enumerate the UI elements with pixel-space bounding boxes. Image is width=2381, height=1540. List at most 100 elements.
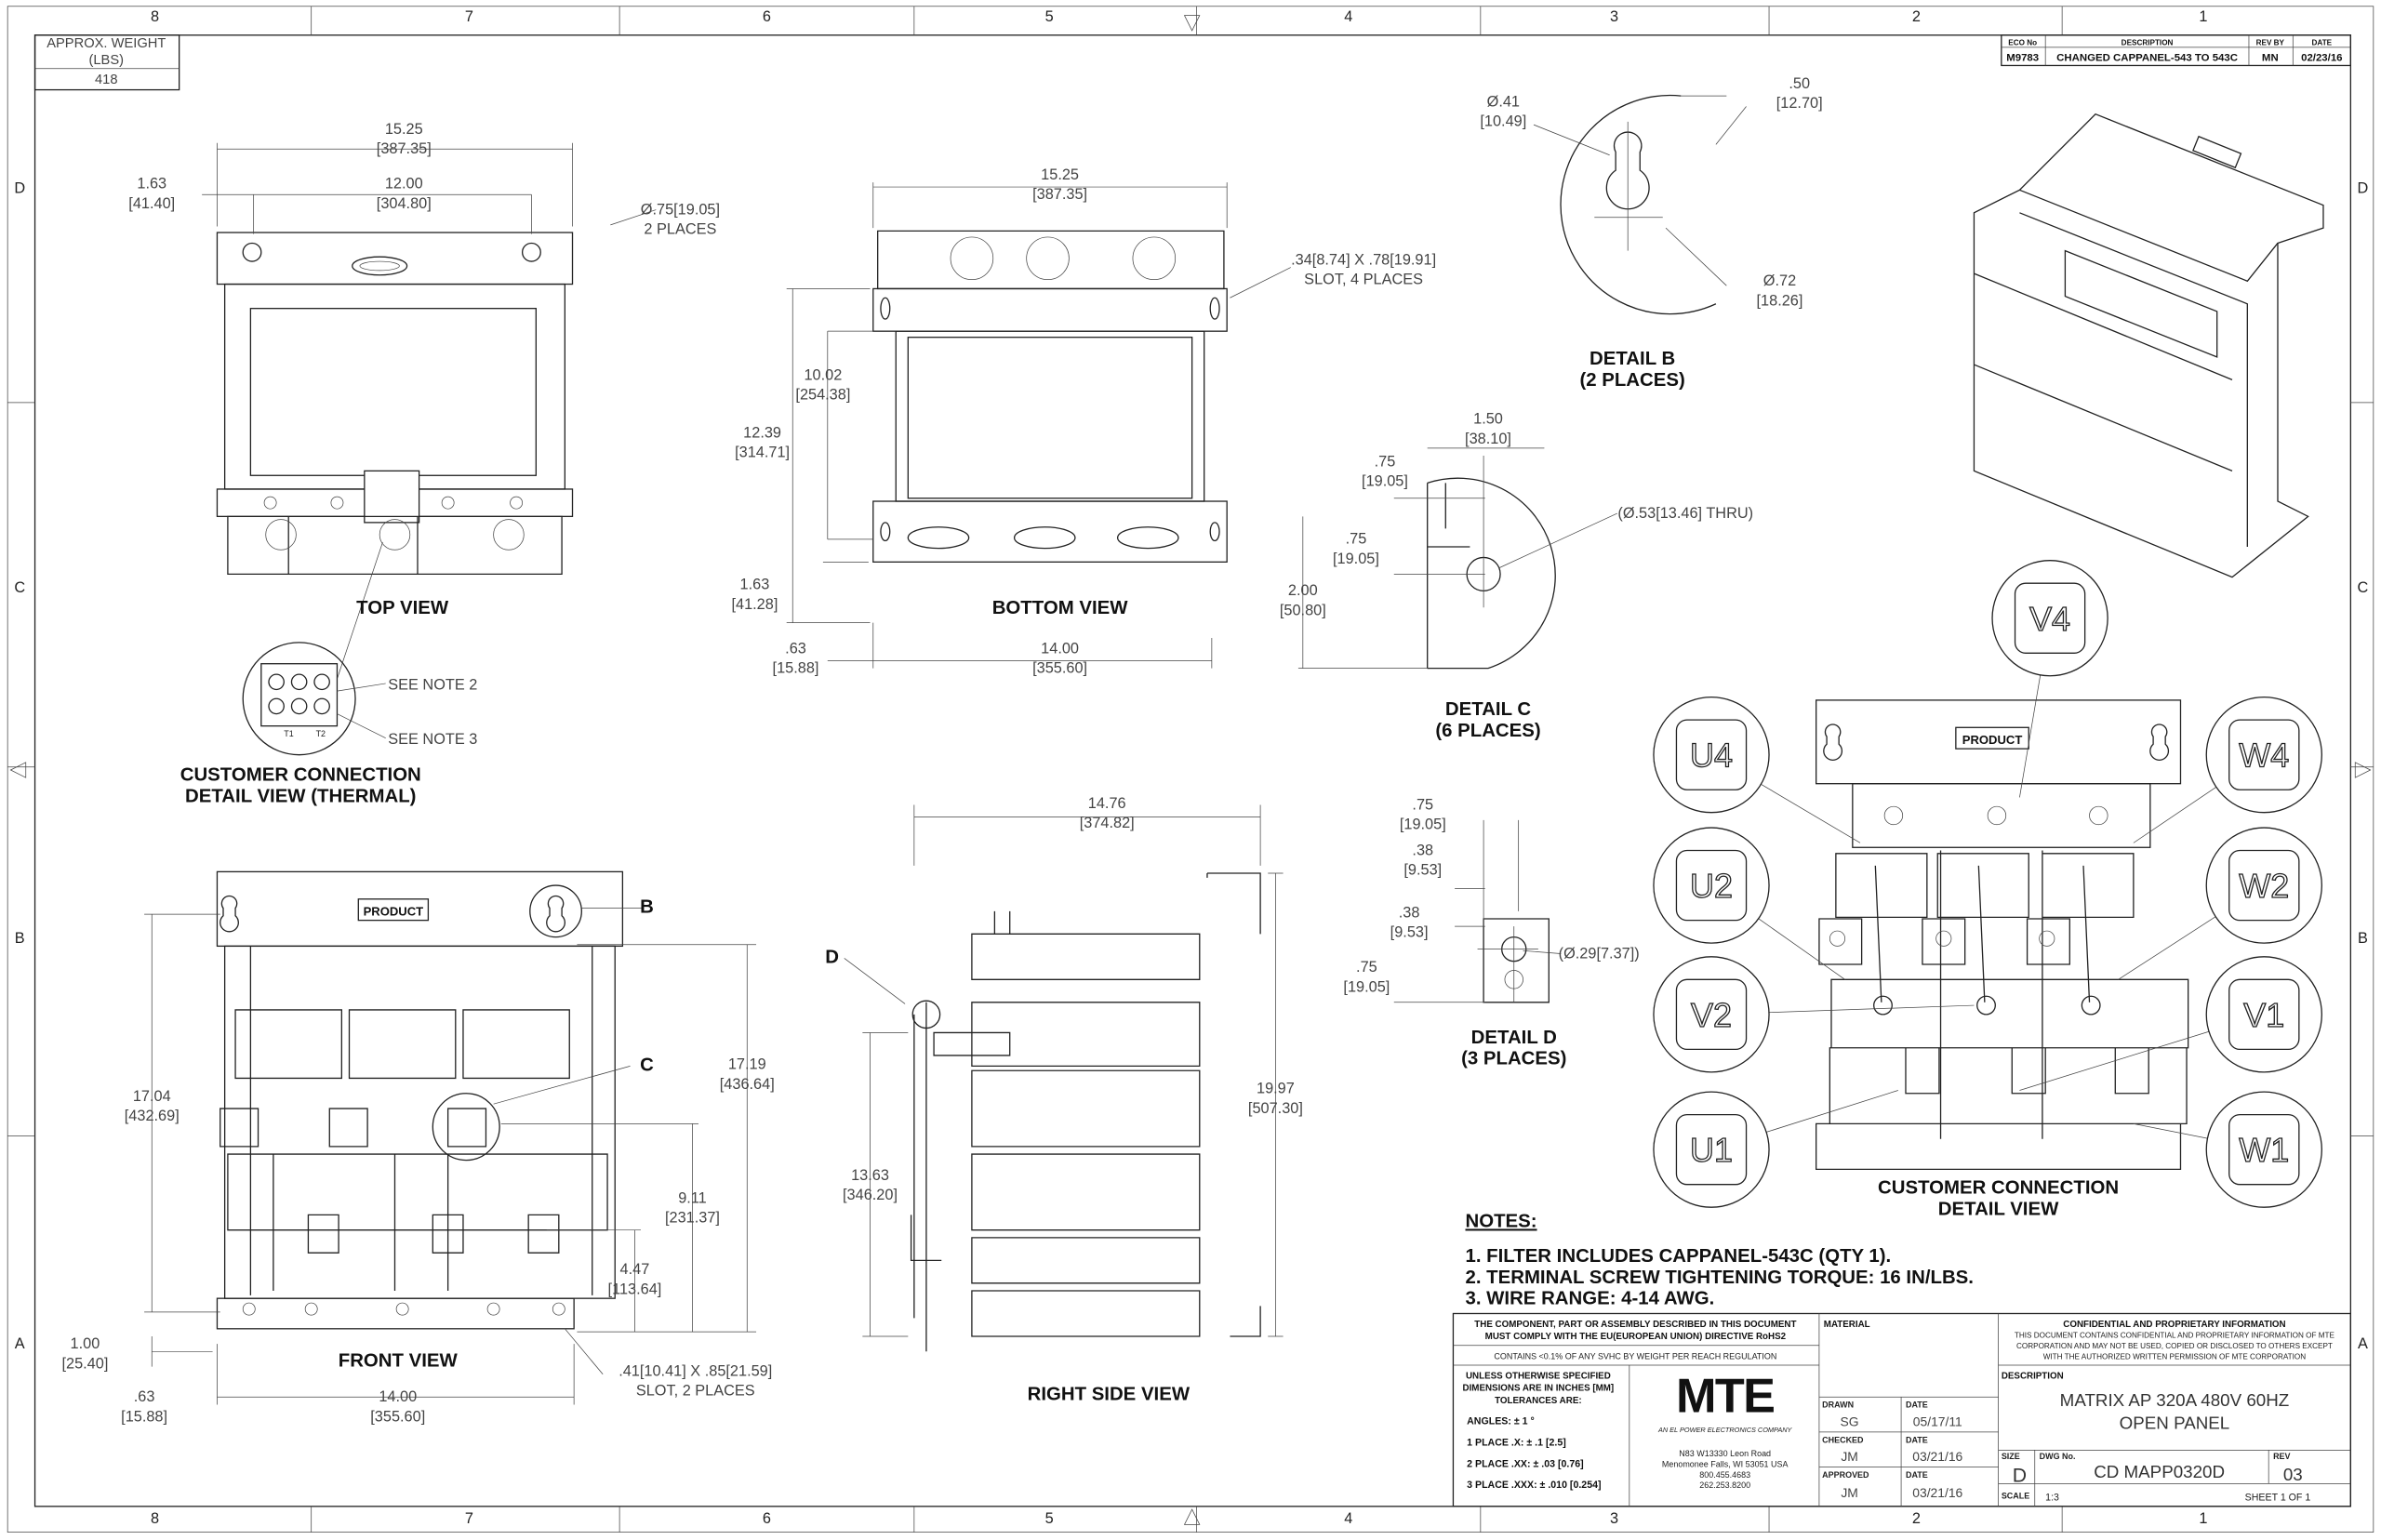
dimension-value-inch: 15.25: [385, 121, 423, 138]
dimension-value-mm: [507.30]: [1248, 1100, 1303, 1117]
dimension-value-inch: .34[8.74] X .78[19.91]: [1291, 251, 1436, 268]
dimension-value-inch: .75: [1356, 959, 1377, 976]
dimension-value-mm: [355.60]: [370, 1408, 425, 1425]
dimension-value-inch: .38: [1412, 842, 1433, 858]
detail-c-hole-callout: (Ø.53[13.46] THRU): [1617, 505, 1753, 522]
callout-b: B: [640, 896, 654, 917]
product-label: PRODUCT: [364, 905, 424, 919]
size-value: D: [2013, 1466, 2027, 1487]
tolerance-line-2: DIMENSIONS ARE IN INCHES [MM]: [1463, 1384, 1615, 1394]
dimension-value-mm: [374.82]: [1080, 815, 1135, 831]
dimension-value-mm: [9.53]: [1390, 924, 1429, 941]
dimension-value-mm: [25.40]: [61, 1355, 108, 1372]
terminal-label: W4: [2239, 737, 2289, 775]
title-block: THE COMPONENT, PART OR ASSEMBLY DESCRIBE…: [1452, 1312, 2351, 1507]
terminal-callout: U1: [1653, 1090, 1898, 1208]
terminal-t2: T2: [316, 729, 326, 738]
dimension-value-inch: .75: [1412, 796, 1433, 813]
dimension-value-mm: [355.60]: [1032, 660, 1087, 677]
zone-column-label: 5: [1045, 8, 1054, 25]
approved-by: JM: [1841, 1485, 1857, 1500]
zone-column-label: 8: [151, 1510, 159, 1527]
dimension-value-inch: 17.19: [728, 1056, 766, 1073]
bottom-view-drawing: [786, 182, 1291, 669]
detail-b-drawing: [1533, 94, 1747, 315]
rev-value: 03: [2283, 1465, 2303, 1484]
dimension-value-mm: [254.38]: [795, 387, 850, 404]
confidential-line-2: CORPORATION AND MAY NOT BE USED, COPIED …: [2016, 1342, 2333, 1350]
material-label: MATERIAL: [1824, 1320, 1870, 1330]
top-view-drawing: [202, 142, 657, 680]
dimension-value-inch: 2.00: [1288, 582, 1318, 599]
zone-row-label: C: [2358, 579, 2369, 596]
terminal-callout: W4: [2133, 696, 2322, 843]
terminal-callout: W1: [2133, 1091, 2322, 1208]
tolerance-line-1: UNLESS OTHERWISE SPECIFIED: [1466, 1372, 1611, 1382]
rev-label: REV: [2273, 1452, 2290, 1461]
top-view-title: TOP VIEW: [356, 598, 449, 618]
dimension-value-inch: 4.47: [620, 1261, 650, 1278]
terminal-label: U4: [1690, 737, 1733, 775]
zone-column-label: 1: [2199, 8, 2207, 25]
terminal-label: V1: [2243, 996, 2284, 1034]
dimension-value-mm: [314.71]: [735, 445, 790, 461]
dimension-value-mm: 2 PLACES: [644, 221, 716, 238]
zone-column-label: 7: [465, 8, 473, 25]
dimension-value-mm: [387.35]: [377, 140, 432, 157]
zone-column-label: 6: [763, 8, 771, 25]
rohs-line-2: MUST COMPLY WITH THE EU(EUROPEAN UNION) …: [1485, 1332, 1787, 1342]
customer-connection-title: CUSTOMER CONNECTION: [1878, 1178, 2119, 1199]
dimension-value-mm: [19.05]: [1362, 473, 1408, 490]
weight-unit: (LBS): [89, 53, 125, 68]
approved-date-label: DATE: [1906, 1470, 1928, 1480]
see-note-2: SEE NOTE 2: [388, 676, 477, 693]
detail-c-subtitle: (6 PLACES): [1435, 721, 1540, 741]
zone-row-label: D: [2358, 180, 2369, 197]
zone-column-label: 4: [1344, 1510, 1352, 1527]
rev-by: MN: [2262, 53, 2279, 64]
terminal-t1: T1: [284, 729, 293, 738]
dimension-value-inch: .38: [1399, 904, 1420, 921]
rohs-line-1: THE COMPONENT, PART OR ASSEMBLY DESCRIBE…: [1474, 1320, 1796, 1330]
drawing-border: [7, 6, 2374, 1533]
detail-c-drawing: [1297, 447, 1617, 670]
right-side-view-title: RIGHT SIDE VIEW: [1028, 1385, 1190, 1405]
detail-b-title: DETAIL B: [1590, 349, 1675, 369]
front-view-title: FRONT VIEW: [339, 1351, 459, 1372]
notes-section: NOTES: 1. FILTER INCLUDES CAPPANEL-543C …: [1466, 1211, 1974, 1308]
notes-heading: NOTES:: [1466, 1211, 1537, 1231]
zone-row-label: B: [2358, 930, 2368, 947]
zone-column-label: 1: [2199, 1510, 2207, 1527]
zone-row-label: A: [15, 1335, 25, 1352]
zone-column-label: 2: [1912, 1510, 1921, 1527]
phone-1: 800.455.4683: [1699, 1470, 1750, 1480]
callout-d: D: [825, 947, 839, 967]
dimension-value-mm: [19.05]: [1333, 551, 1379, 567]
dimension-value-mm: [436.64]: [720, 1076, 775, 1093]
terminal-label: V2: [1691, 996, 1732, 1034]
front-view-drawing: [144, 870, 757, 1405]
drawn-label: DRAWN: [1822, 1401, 1854, 1410]
dimension-value-mm: [231.37]: [665, 1210, 720, 1227]
dimension-value-inch: 1.63: [137, 176, 166, 192]
customer-connection-drawing: [1815, 699, 2189, 1171]
zone-column-label: 3: [1610, 8, 1618, 25]
terminal-callout: V4: [1991, 560, 2108, 798]
dimension-value-mm: [10.49]: [1480, 113, 1526, 130]
dimension-value-mm: [432.69]: [125, 1108, 180, 1124]
dimension-value-inch: 14.00: [379, 1388, 417, 1405]
see-note-3: SEE NOTE 3: [388, 731, 477, 748]
checked-label: CHECKED: [1822, 1435, 1864, 1444]
dimension-value-mm: [19.05]: [1400, 816, 1446, 833]
scale-value: 1:3: [2045, 1492, 2059, 1503]
address-line-1: N83 W13330 Leon Road: [1679, 1449, 1771, 1458]
detail-b-subtitle: (2 PLACES): [1579, 370, 1684, 391]
zone-column-label: 5: [1045, 1510, 1054, 1527]
dimension-value-mm: SLOT, 2 PLACES: [636, 1383, 755, 1400]
thermal-detail-drawing: [242, 642, 386, 756]
dimension-value-inch: 14.76: [1088, 795, 1126, 812]
terminal-callout: V1: [2019, 956, 2322, 1091]
